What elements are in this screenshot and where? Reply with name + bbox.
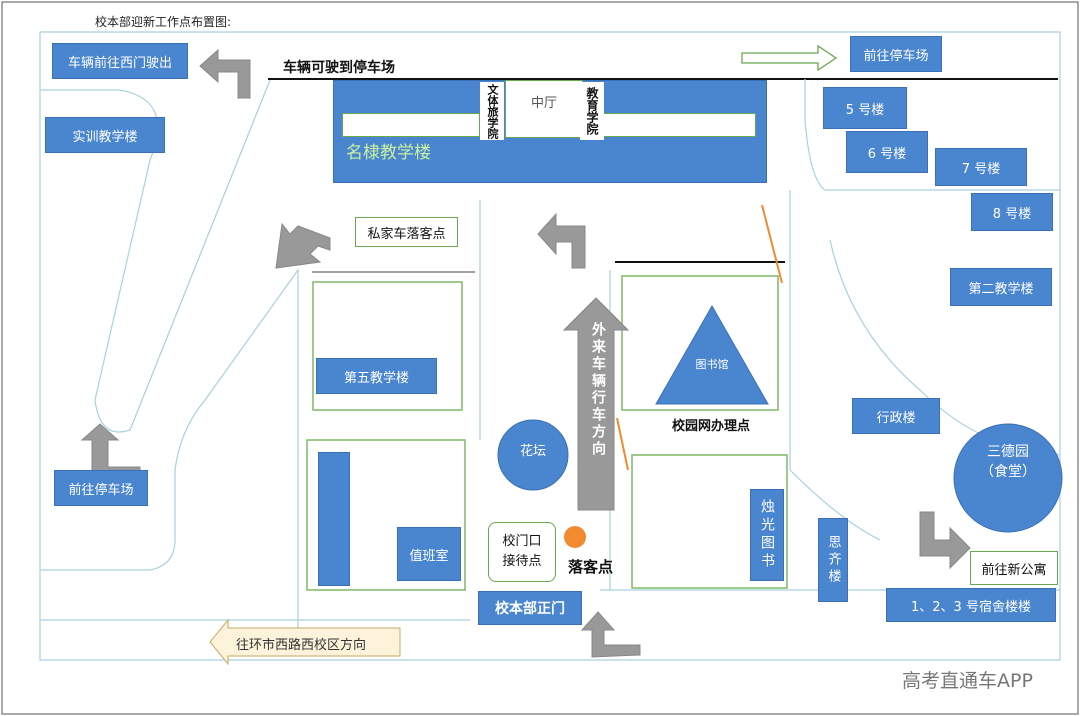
arrow-center [537, 212, 586, 269]
training-building: 实训教学楼 [45, 117, 165, 153]
education-college-label: 教育学院 [580, 82, 604, 140]
dropoff-dot [564, 526, 586, 548]
arrow-new-apartment [919, 511, 971, 570]
culture-college-label: 文体旅学院 [480, 82, 504, 140]
building-8: 8 号楼 [971, 193, 1053, 231]
hall-label: 中厅 [530, 96, 557, 111]
visitor-vehicles-label: 外来车辆行车方向 [590, 322, 606, 458]
flower-bed-label: 花坛 [519, 444, 546, 459]
building-5: 5 号楼 [823, 87, 907, 129]
siqi-building: 思齐楼 [818, 518, 848, 602]
arrow-private-car [275, 222, 331, 269]
reception-point: 校门口 接待点 [488, 522, 556, 582]
admin-building: 行政楼 [852, 398, 940, 434]
building-7: 7 号楼 [935, 148, 1027, 186]
second-teaching-building: 第二教学楼 [950, 268, 1052, 306]
private-car-dropoff: 私家车落客点 [355, 217, 458, 247]
flower-bed-circle [497, 419, 569, 491]
main-building-left-window [342, 113, 480, 137]
arrow-entrance [580, 611, 641, 658]
main-gate: 校本部正门 [478, 591, 582, 625]
arrow-west-exit [199, 48, 251, 99]
to-parking-top-sign: 前往停车场 [850, 36, 942, 72]
watermark: 高考直通车APP [902, 670, 1033, 692]
duty-block [318, 452, 350, 586]
fifth-teaching-building: 第五教学楼 [316, 358, 437, 394]
west-gate-exit-sign: 车辆前往西门驶出 [52, 43, 188, 79]
library-triangle [655, 304, 769, 405]
dropoff-label: 落客点 [568, 558, 614, 576]
main-building-right-window [603, 113, 756, 137]
map-title: 校本部迎新工作点布置图: [95, 15, 232, 29]
to-parking-left-sign: 前往停车场 [54, 470, 148, 506]
west-campus-label: 往环市西路西校区方向 [236, 638, 367, 653]
zhuoguang-books: 烛光图书 [750, 489, 784, 581]
arrow-west-campus [209, 618, 401, 666]
to-new-apartment: 前往新公寓 [970, 551, 1058, 585]
duty-room: 值班室 [397, 527, 461, 581]
main-building-label: 名棣教学楼 [346, 143, 431, 163]
parking-access-label: 车辆可驶到停车场 [283, 60, 395, 76]
canteen-label: 三德园 （食堂） [980, 444, 1036, 480]
dorm-buildings: 1、2、3 号宿舍楼楼 [886, 588, 1056, 622]
canteen-circle [953, 423, 1063, 533]
building-6: 6 号楼 [846, 131, 928, 173]
arrow-visitor-vehicles [562, 297, 630, 511]
arrow-to-parking-top [741, 44, 838, 72]
campus-net-label: 校园网办理点 [672, 419, 751, 434]
library-label: 图书馆 [695, 358, 729, 371]
